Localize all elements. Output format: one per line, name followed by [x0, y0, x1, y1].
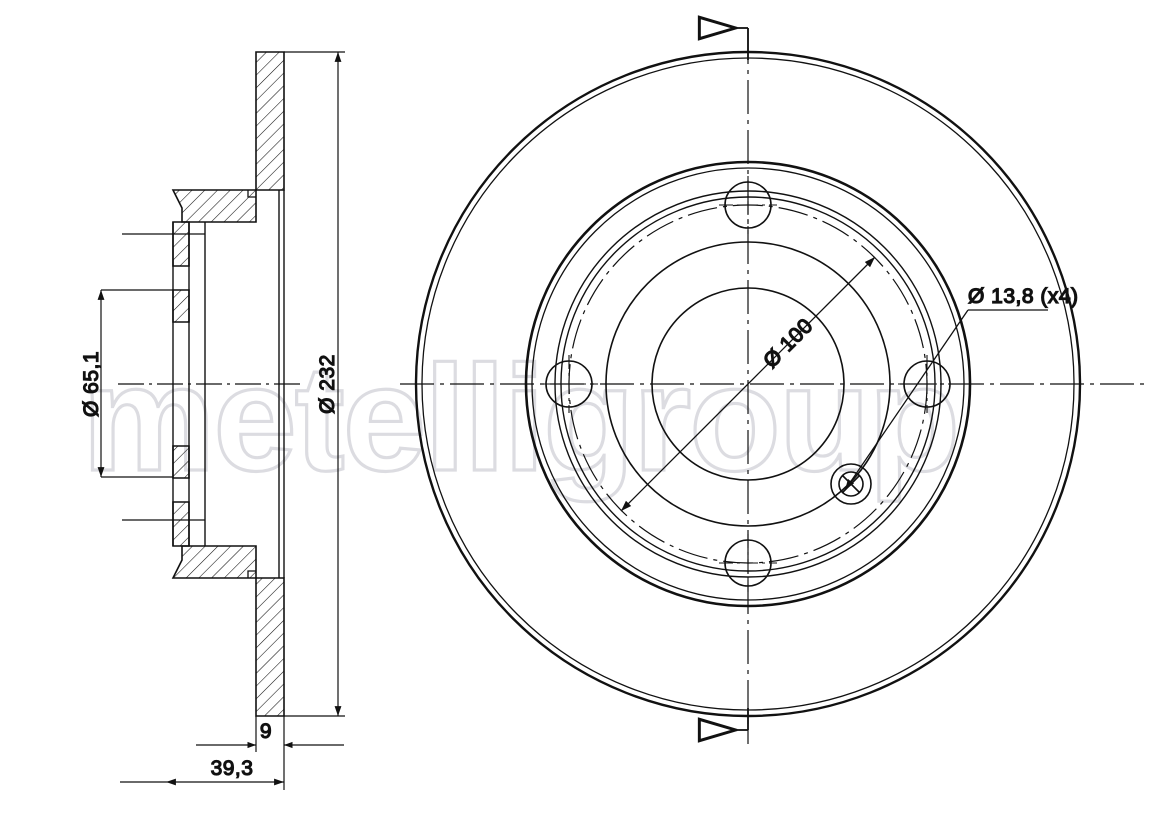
dimension-overall-width: 39,3 [120, 752, 285, 790]
dimension-label-bolt-hole: Ø 13,8 (x4) [968, 285, 1079, 308]
dimension-label-outer-diameter: Ø 232 [316, 354, 339, 414]
section-view [118, 51, 300, 717]
hat-lower-section [171, 545, 257, 579]
dimension-label-overall-width: 39,3 [211, 757, 254, 780]
hub-tick-lines [122, 233, 205, 521]
rim-upper-section [255, 51, 285, 191]
dimension-label-thickness: 9 [260, 720, 272, 743]
dimension-inner-diameter: Ø 65,1 [79, 289, 173, 478]
dimension-outer-diameter: Ø 232 [284, 51, 345, 717]
hat-upper-section [171, 189, 257, 223]
hub-upper-stub [172, 221, 190, 323]
notch-details [247, 190, 256, 578]
section-marker-bottom [734, 708, 749, 730]
dimension-thickness: 9 [196, 716, 344, 752]
section-marker-top [734, 28, 749, 60]
rim-lower-section [255, 577, 285, 717]
dimension-bolt-hole: Ø 13,8 (x4) [844, 284, 1079, 491]
dimension-label-inner-diameter: Ø 65,1 [80, 351, 103, 417]
watermark: metelligroup [80, 332, 961, 503]
watermark-text: metelligroup [82, 334, 958, 502]
